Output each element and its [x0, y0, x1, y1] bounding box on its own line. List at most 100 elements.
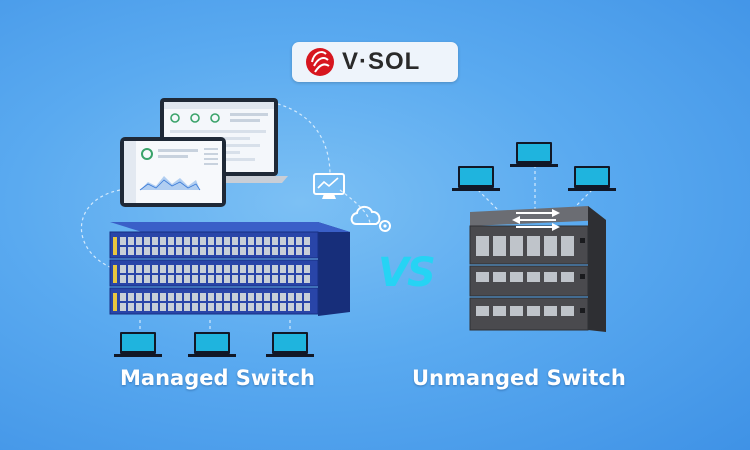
port [561, 246, 574, 256]
port [136, 293, 142, 301]
port [288, 293, 294, 301]
port [184, 247, 190, 255]
unmanaged-switch-stack [469, 206, 606, 332]
port [200, 303, 206, 311]
port [493, 236, 506, 246]
port [280, 275, 286, 283]
port [192, 275, 198, 283]
port [128, 275, 134, 283]
port [561, 306, 574, 316]
managed-switch-caption: Managed Switch [120, 366, 315, 390]
port [493, 246, 506, 256]
port [240, 293, 246, 301]
port [476, 272, 489, 282]
port [192, 237, 198, 245]
port [527, 236, 540, 246]
port [160, 237, 166, 245]
port [510, 272, 523, 282]
port [144, 275, 150, 283]
port [120, 247, 126, 255]
port [240, 265, 246, 273]
port [288, 265, 294, 273]
port [152, 275, 158, 283]
port [144, 303, 150, 311]
port [272, 265, 278, 273]
port [561, 236, 574, 246]
port [176, 303, 182, 311]
port [144, 265, 150, 273]
port [184, 265, 190, 273]
port [192, 247, 198, 255]
port [264, 237, 270, 245]
port [152, 303, 158, 311]
port [176, 265, 182, 273]
port [272, 275, 278, 283]
brand-name: V·SOL [342, 48, 421, 75]
port [136, 247, 142, 255]
port [256, 247, 262, 255]
port [296, 265, 302, 273]
status-led [113, 237, 117, 255]
port [208, 293, 214, 301]
status-led [580, 308, 585, 313]
port [240, 247, 246, 255]
port [304, 237, 310, 245]
port [232, 247, 238, 255]
port [248, 247, 254, 255]
port [176, 293, 182, 301]
port [168, 275, 174, 283]
port [160, 265, 166, 273]
port [544, 306, 557, 316]
port [144, 237, 150, 245]
port [510, 246, 523, 256]
port [216, 293, 222, 301]
port [476, 306, 489, 316]
port [296, 293, 302, 301]
port [200, 265, 206, 273]
port [160, 275, 166, 283]
port [136, 237, 142, 245]
port [232, 265, 238, 273]
port [240, 303, 246, 311]
port [152, 293, 158, 301]
port [128, 265, 134, 273]
port [272, 247, 278, 255]
port [527, 246, 540, 256]
port [493, 272, 506, 282]
port [144, 293, 150, 301]
port [152, 247, 158, 255]
port [208, 275, 214, 283]
client-laptops-managed [114, 332, 314, 357]
port [288, 275, 294, 283]
port [280, 247, 286, 255]
port [168, 265, 174, 273]
port [272, 303, 278, 311]
port [272, 237, 278, 245]
port [304, 293, 310, 301]
port [224, 237, 230, 245]
port [192, 303, 198, 311]
port [232, 237, 238, 245]
port [476, 246, 489, 256]
vsol-emblem-icon [306, 48, 334, 76]
port [160, 303, 166, 311]
port [192, 293, 198, 301]
port [296, 275, 302, 283]
port [168, 237, 174, 245]
port [128, 247, 134, 255]
port [168, 293, 174, 301]
port [208, 247, 214, 255]
tablet [120, 137, 226, 207]
port [208, 237, 214, 245]
port [280, 237, 286, 245]
port [120, 237, 126, 245]
managed-switch-stack [109, 222, 350, 316]
port [544, 272, 557, 282]
port [224, 275, 230, 283]
status-led [580, 238, 585, 243]
port [240, 275, 246, 283]
port [152, 265, 158, 273]
port [256, 237, 262, 245]
port [160, 247, 166, 255]
